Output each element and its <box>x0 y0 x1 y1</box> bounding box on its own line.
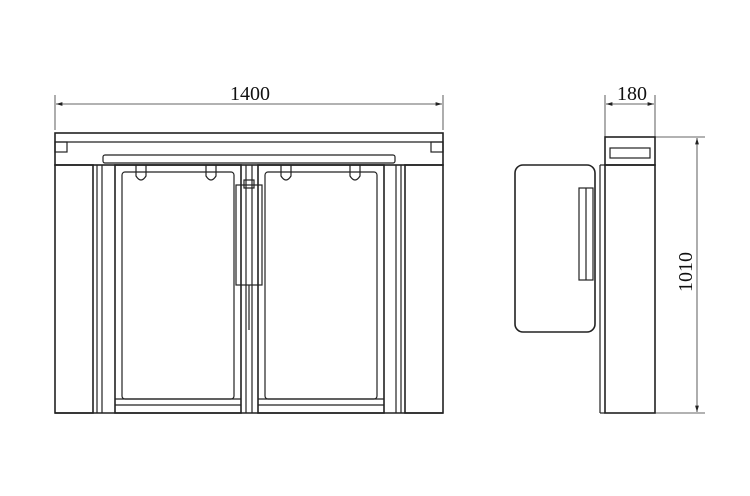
center-lock <box>235 165 263 413</box>
side-door-panel <box>514 164 596 333</box>
depth-dimension: 180 <box>604 83 656 140</box>
right-post <box>404 164 444 414</box>
left-door <box>114 164 242 414</box>
sliding-rail <box>102 154 396 164</box>
height-dimension: 1010 <box>655 136 705 414</box>
top-beam <box>54 132 444 166</box>
height-dimension-label: 1010 <box>675 252 697 292</box>
width-dimension: 1400 <box>54 83 444 130</box>
side-view: 180 1010 <box>514 83 705 414</box>
depth-dimension-label: 180 <box>617 83 647 105</box>
front-view: 1400 <box>54 83 444 414</box>
left-post <box>54 164 94 414</box>
side-top-cap <box>604 136 656 166</box>
width-dimension-label: 1400 <box>230 83 270 105</box>
side-column <box>604 164 656 414</box>
right-door <box>257 164 385 414</box>
